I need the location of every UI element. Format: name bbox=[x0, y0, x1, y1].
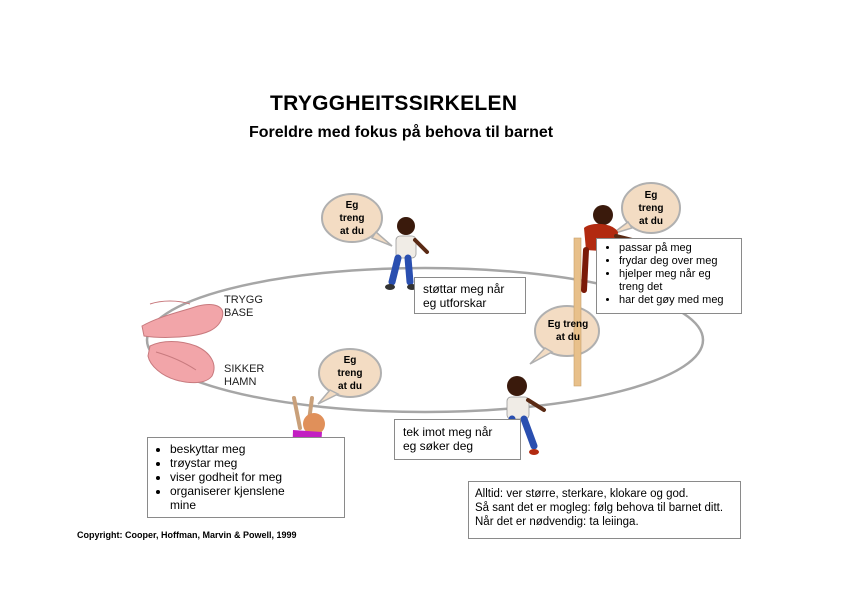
list-item: beskyttar meg bbox=[170, 442, 340, 456]
bubble-text-top-right: Eg treng at du bbox=[638, 190, 664, 227]
explore-support-box: støttar meg når eg utforskar bbox=[414, 277, 526, 314]
welcome-back-box: tek imot meg når eg søker deg bbox=[394, 419, 521, 460]
hands-icon bbox=[141, 300, 224, 384]
bubble-text-middle-right: Eg treng at du bbox=[547, 319, 589, 343]
watch-over-me-box: passar på meg frydar deg over meg hjelpe… bbox=[596, 238, 742, 314]
copyright-notice: Copyright: Cooper, Hoffman, Marvin & Pow… bbox=[77, 530, 297, 540]
bubble-text-bottom-left: Eg treng at du bbox=[337, 355, 363, 392]
safe-haven-label: SIKKER HAMN bbox=[224, 363, 265, 388]
protect-me-box: beskyttar meg trøystar meg viser godheit… bbox=[147, 437, 345, 518]
diagram-subtitle: Foreldre med fokus på behova til barnet bbox=[249, 124, 554, 141]
list-item: frydar deg over meg bbox=[619, 255, 737, 268]
security-circle bbox=[145, 266, 705, 414]
speech-bubble-top-left bbox=[321, 193, 393, 247]
list-item: passar på meg bbox=[619, 242, 737, 255]
bubble-text-top-left: Eg treng at du bbox=[339, 200, 365, 237]
list-item: organiserer kjenslene mine bbox=[170, 484, 310, 512]
list-item: har det gøy med meg bbox=[619, 294, 737, 307]
list-item: viser godheit for meg bbox=[170, 470, 340, 484]
speech-bubble-top-right bbox=[611, 182, 681, 235]
secure-base-label: TRYGG BASE bbox=[224, 294, 263, 319]
list-item: hjelper meg når eg treng det bbox=[619, 268, 737, 294]
always-guidance-box: Alltid: ver større, sterkare, klokare og… bbox=[468, 481, 741, 539]
speech-bubble-middle-right bbox=[529, 305, 600, 365]
child-exploring-icon bbox=[385, 217, 429, 290]
diagram-title: TRYGGHEITSSIRKELEN bbox=[270, 92, 518, 115]
list-item: trøystar meg bbox=[170, 456, 340, 470]
speech-bubble-bottom-left bbox=[317, 348, 382, 405]
